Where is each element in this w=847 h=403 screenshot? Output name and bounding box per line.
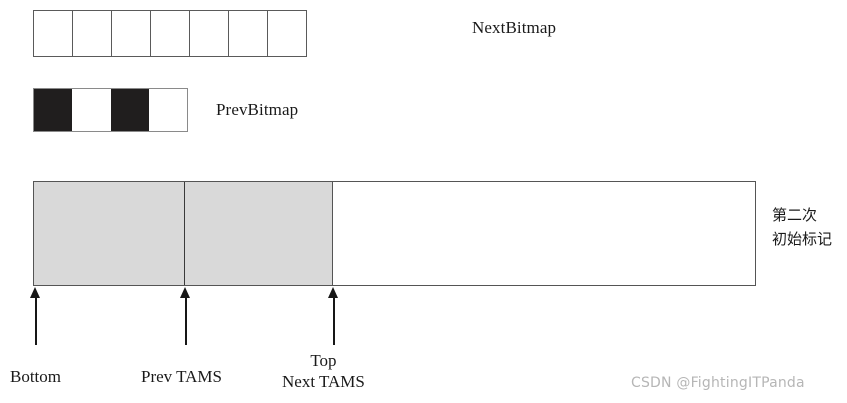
heap-segment-prev-tams-to-top (185, 182, 333, 285)
pointer-arrow-top (328, 287, 339, 345)
arrow-shaft (35, 295, 37, 345)
arrow-head-icon (30, 287, 40, 298)
arrow-head-icon (328, 287, 338, 298)
next-bitmap-cell (190, 11, 229, 56)
prev-bitmap-cell (110, 89, 149, 131)
next-bitmap-strip (33, 10, 307, 57)
prev-bitmap-label: PrevBitmap (216, 100, 299, 119)
heap-annotation: 第二次 初始标记 (772, 203, 832, 251)
watermark: CSDN @FightingITPanda (631, 375, 805, 391)
prev-bitmap-cell (72, 89, 111, 131)
next-bitmap-cell (73, 11, 112, 56)
heap-annotation-line2: 初始标记 (772, 230, 833, 248)
next-bitmap-cell (151, 11, 190, 56)
next-bitmap-cell (112, 11, 151, 56)
arrow-head-icon (180, 287, 190, 298)
next-bitmap-cell (229, 11, 268, 56)
pointer-arrow-prev-tams (180, 287, 191, 345)
heap-region-bar (33, 181, 756, 286)
pointer-label-top-line1: Top (310, 351, 337, 370)
pointer-label-bottom: Bottom (10, 367, 62, 386)
heap-segment-free-space (333, 182, 755, 285)
heap-annotation-line1: 第二次 (772, 206, 818, 224)
arrow-shaft (185, 295, 187, 345)
prev-bitmap-cell (148, 89, 187, 131)
next-bitmap-cell (268, 11, 306, 56)
pointer-label-prev-tams: Prev TAMS (141, 367, 222, 386)
heap-segment-bottom-to-prev-tams (34, 182, 185, 285)
pointer-label-top: Top Next TAMS (282, 350, 365, 392)
next-bitmap-label: NextBitmap (472, 18, 557, 37)
prev-bitmap-cell (34, 89, 73, 131)
next-bitmap-cell (34, 11, 73, 56)
pointer-label-top-line2: Next TAMS (282, 372, 365, 391)
prev-bitmap-strip (33, 88, 188, 132)
arrow-shaft (333, 295, 335, 345)
pointer-arrow-bottom (30, 287, 41, 345)
